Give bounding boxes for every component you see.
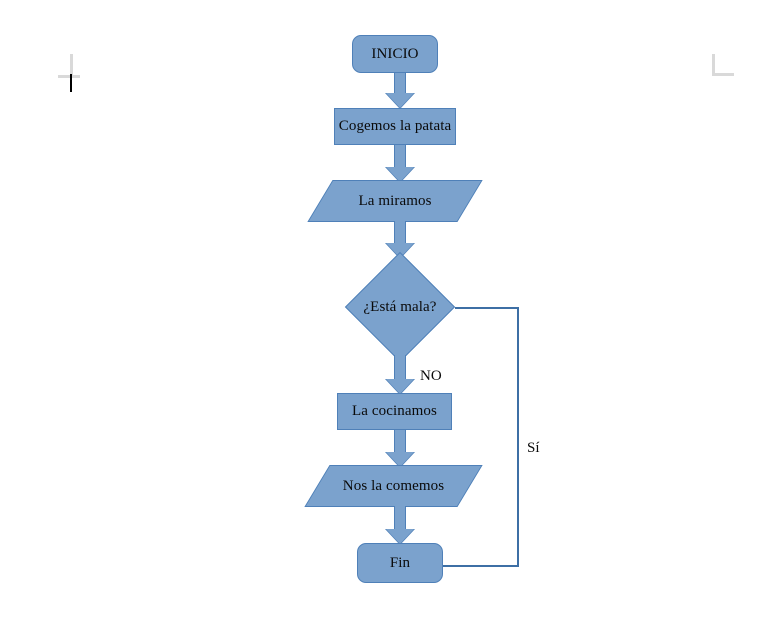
node-inicio[interactable]: INICIO (352, 35, 438, 73)
margin-mark-top-right-vertical (712, 54, 715, 76)
arrow-head (386, 379, 414, 394)
text-caret (70, 74, 72, 92)
margin-mark-top-right-horizontal (712, 73, 734, 76)
edge-label-no: NO (420, 368, 442, 384)
arrow-head (386, 93, 414, 108)
arrow-comer-to-fin (385, 506, 415, 545)
margin-mark-top-left-horizontal (58, 75, 80, 78)
arrow-shaft (394, 221, 406, 244)
node-la-cocinamos-label: La cocinamos (352, 403, 437, 419)
arrow-shaft (394, 430, 406, 453)
node-esta-mala[interactable]: ¿Está mala? (344, 251, 456, 363)
node-la-miramos-label: La miramos (358, 192, 432, 209)
node-fin-label: Fin (389, 554, 411, 571)
node-la-miramos[interactable]: La miramos (307, 180, 483, 222)
edge-label-si: Sí (527, 440, 540, 456)
connector-si-horizontal-bottom (443, 565, 519, 567)
arrow-coger-to-mirar (385, 145, 415, 183)
arrow-shaft (394, 145, 406, 168)
arrow-head (386, 243, 414, 258)
arrow-shaft (394, 355, 406, 380)
node-nos-la-comemos-label: Nos la comemos (342, 477, 445, 494)
arrow-mirar-to-decision (385, 221, 415, 259)
node-la-cocinamos[interactable]: La cocinamos (337, 393, 452, 430)
node-inicio-label: INICIO (371, 45, 419, 62)
node-cogemos-la-patata[interactable]: Cogemos la patata (334, 108, 456, 145)
node-nos-la-comemos[interactable]: Nos la comemos (304, 465, 483, 507)
arrow-shaft (394, 506, 406, 530)
margin-mark-top-left-vertical (70, 54, 73, 76)
arrow-shaft (394, 73, 406, 95)
arrow-head (386, 452, 414, 467)
node-esta-mala-label: ¿Está mala? (363, 298, 437, 315)
connector-si-vertical (517, 307, 519, 567)
node-cogemos-la-patata-label: Cogemos la patata (338, 118, 452, 134)
arrow-decision-to-cocinar (385, 355, 415, 395)
connector-si-horizontal-top (455, 307, 519, 309)
arrow-cocinar-to-comer (385, 430, 415, 468)
node-fin[interactable]: Fin (357, 543, 443, 583)
arrow-inicio-to-coger (385, 73, 415, 109)
arrow-head (386, 167, 414, 182)
arrow-head (386, 529, 414, 544)
